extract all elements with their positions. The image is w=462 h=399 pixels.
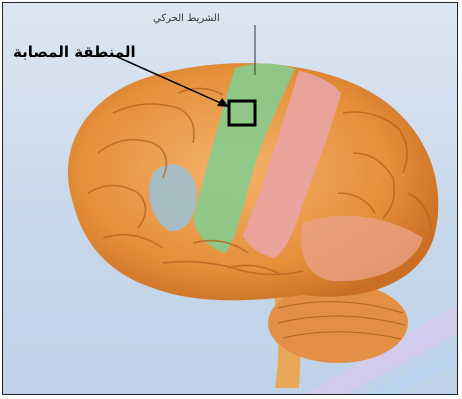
affected-area-label: المنطقة المصابة xyxy=(13,43,136,61)
diagram-frame: الشريط الحركي المنطقة المصابة xyxy=(2,2,458,395)
brain-illustration xyxy=(3,3,458,395)
motor-strip-label: الشريط الحركي xyxy=(153,13,220,24)
